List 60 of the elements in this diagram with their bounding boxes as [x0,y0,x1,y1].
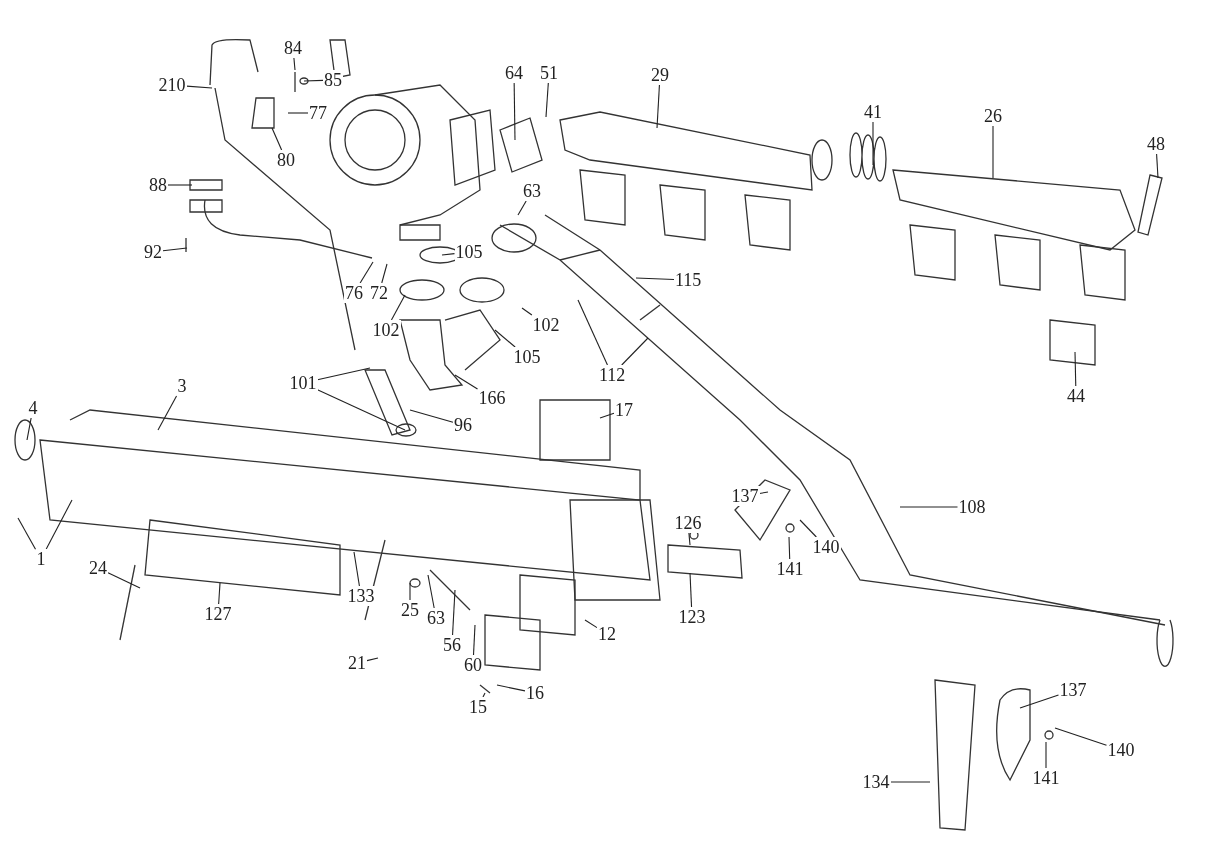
leader-line [441,253,456,256]
leader-line [17,517,37,550]
leader-line [316,367,371,381]
leader-line [545,82,549,118]
leader-line [454,374,479,390]
callout-number: 133 [346,586,376,606]
leader-line [293,57,296,71]
leader-line [316,389,406,431]
leader-line [496,684,526,692]
leader-line [584,619,598,629]
callout-number: 101 [288,373,318,393]
leader-line [689,572,693,608]
leader-line [287,112,309,114]
leader-line [409,582,411,601]
leader-line [218,582,221,605]
leader-line [521,307,533,316]
leader-line [353,551,360,587]
leader-line [513,82,516,141]
leader-line [688,532,691,546]
leader-line [1156,153,1159,179]
leader-line [303,79,324,82]
callout-number: 137 [730,486,760,506]
leader-line [390,294,406,321]
leader-line [482,692,486,698]
leader-line [162,247,188,252]
leader-line [599,412,615,419]
leader-line [381,263,388,284]
leader-line [366,657,379,662]
leader-line [452,589,456,636]
callout-number: 105 [454,242,484,262]
leader-line [359,261,374,284]
leader-line [45,499,73,550]
leader-line [799,519,817,538]
leader-line [409,409,454,423]
leader-line [517,200,527,216]
leader-line [107,572,141,589]
leader-line [656,84,660,129]
leader-line [992,125,994,179]
leader-line [1019,694,1060,709]
leader-line [157,395,178,431]
leader-line [427,574,435,609]
leader-line [167,184,193,186]
leader-line [1054,727,1108,746]
leader-line [472,624,476,656]
leader-line [1074,351,1077,387]
leader-line [271,127,283,151]
callout-number: 76 [344,283,364,303]
leader-line [635,277,675,280]
leader-line [899,506,959,508]
leader-line [758,491,769,495]
leader-line [621,337,649,366]
leader-line [577,299,608,366]
leader-line [494,329,516,348]
callout-number: 126 [673,513,703,533]
leader-line [788,536,791,560]
callout-number: 63 [522,181,542,201]
leader-line [889,781,931,783]
leader-line [1045,741,1047,769]
leader-line [26,417,32,441]
leader-line [185,85,213,89]
